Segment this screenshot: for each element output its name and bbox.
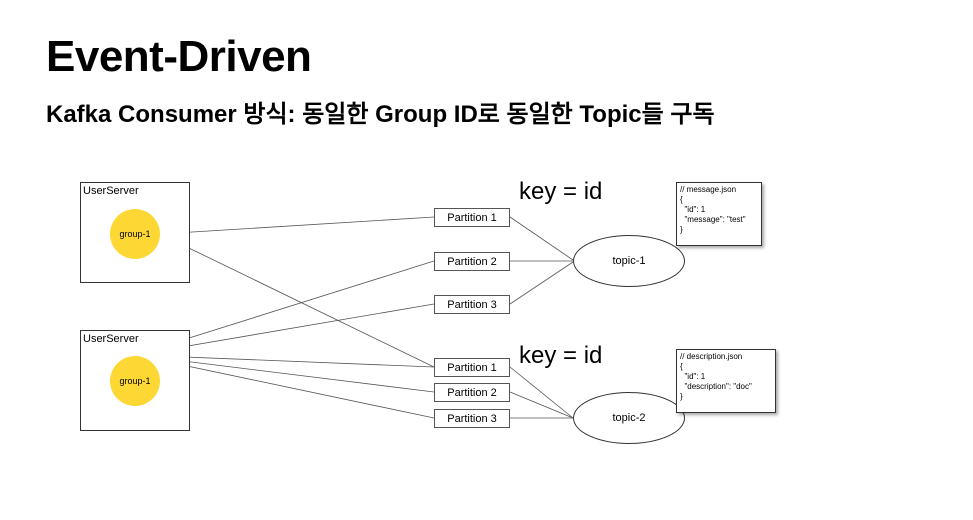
server-label: UserServer: [83, 185, 139, 197]
server-label: UserServer: [83, 333, 139, 345]
connector-t2p1-topic2: [509, 366, 574, 419]
consumer-group-node: group-1: [110, 356, 160, 406]
slide-subtitle: Kafka Consumer 방식: 동일한 Group ID로 동일한 Top…: [46, 101, 715, 128]
connector-t1p1-topic1: [509, 216, 574, 261]
connector-server1-t2p1: [159, 233, 435, 368]
partition-box: Partition 2: [434, 383, 510, 402]
partition-box: Partition 3: [434, 295, 510, 314]
topic-node: topic-2: [573, 392, 685, 444]
topic-node: topic-1: [573, 235, 685, 287]
connector-t2p2-topic2: [509, 391, 574, 419]
slide-title: Event-Driven: [46, 32, 312, 81]
partition-key-label: key = id: [519, 342, 603, 369]
partition-box: Partition 3: [434, 409, 510, 428]
connector-server1-t1p1: [159, 216, 435, 235]
message-schema-note: // description.json { "id": 1 "descripti…: [676, 349, 776, 413]
partition-box: Partition 1: [434, 358, 510, 377]
consumer-group-node: group-1: [110, 209, 160, 259]
partition-box: Partition 1: [434, 208, 510, 227]
partition-key-label: key = id: [519, 178, 603, 205]
partition-box: Partition 2: [434, 252, 510, 271]
message-schema-note: // message.json { "id": 1 "message": "te…: [676, 182, 762, 246]
connector-t1p3-topic1: [509, 261, 574, 305]
